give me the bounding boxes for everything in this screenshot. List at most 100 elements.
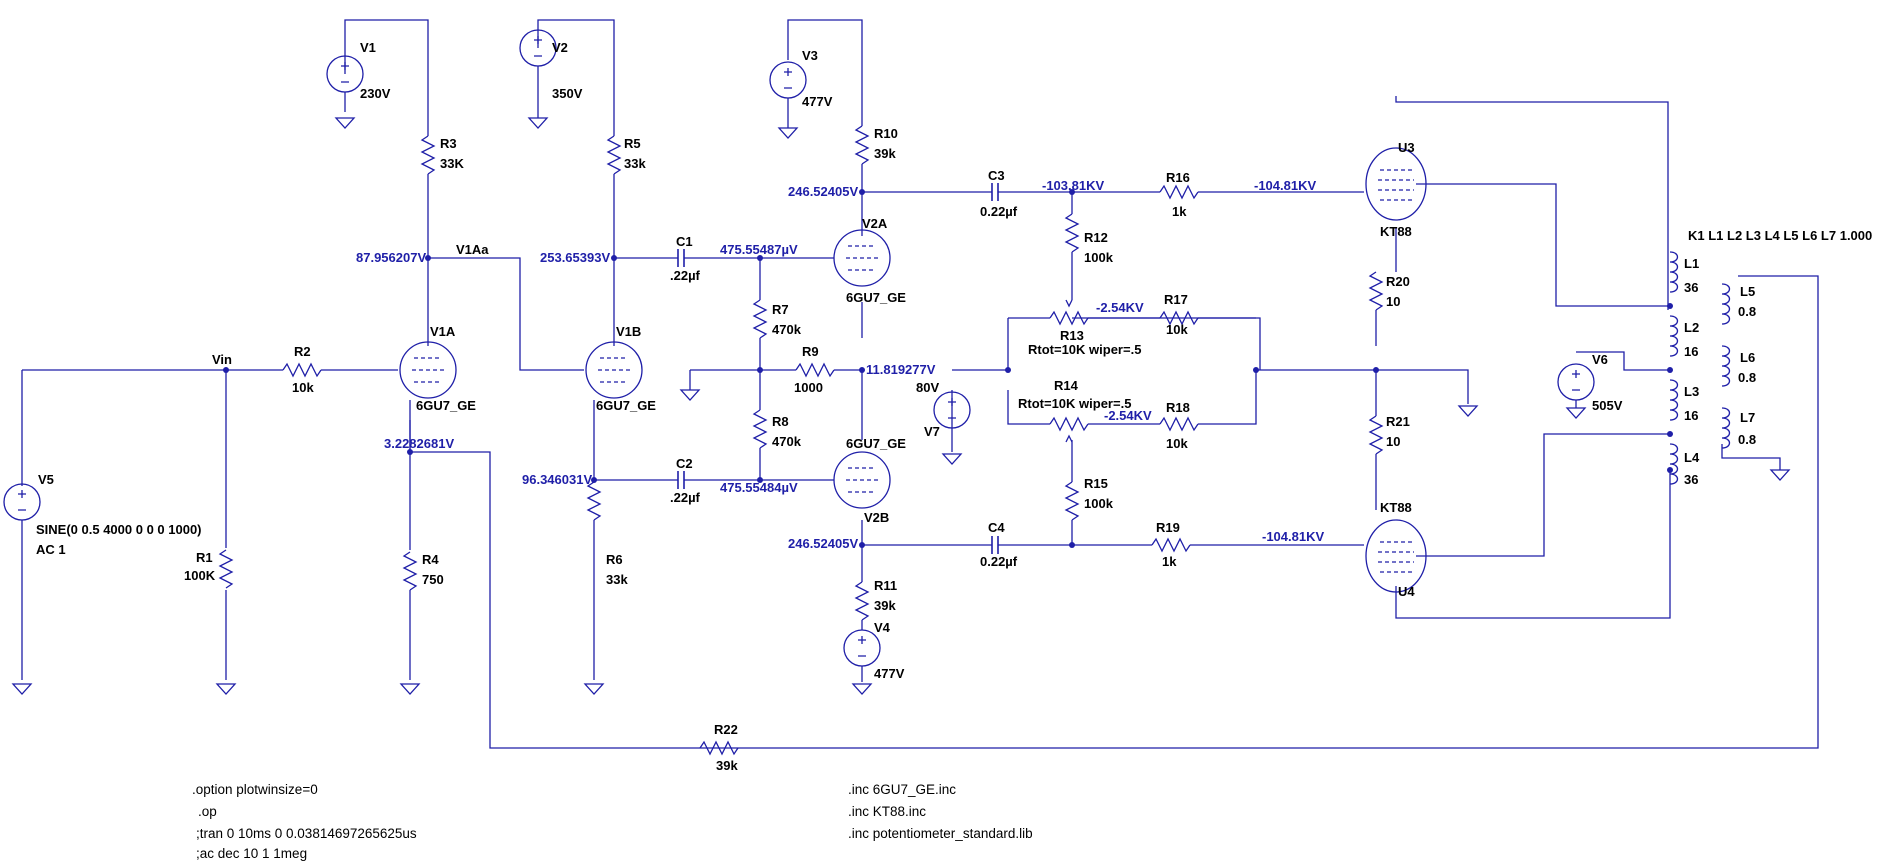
l2-name: L2 bbox=[1684, 320, 1699, 335]
node-voltage-v1a-cathode: 3.2282681V bbox=[384, 436, 454, 451]
r1-name: R1 bbox=[196, 550, 213, 565]
inductor-symbols bbox=[1669, 251, 1731, 485]
directive-ac: ;ac dec 10 1 1meg bbox=[196, 846, 307, 861]
node-voltage-v1a-plate: 87.956207V bbox=[356, 250, 426, 265]
r2-name: R2 bbox=[294, 344, 311, 359]
voltage-source-symbols bbox=[3, 29, 1595, 667]
v5-name: V5 bbox=[38, 472, 54, 487]
r1-value: 100K bbox=[184, 568, 216, 583]
l1-name: L1 bbox=[1684, 256, 1699, 271]
v2a-name: V2A bbox=[862, 216, 888, 231]
c3-name: C3 bbox=[988, 168, 1005, 183]
r14-name: R14 bbox=[1054, 378, 1079, 393]
c4-value: 0.22µf bbox=[980, 554, 1018, 569]
v3-name: V3 bbox=[802, 48, 818, 63]
node-voltage-ltp-cathode: 11.819277V bbox=[866, 362, 936, 377]
v1-value: 230V bbox=[360, 86, 391, 101]
node-voltage-v1b-cathode: 96.346031V bbox=[522, 472, 592, 487]
node-voltage-v2a-plate: 246.52405V bbox=[788, 184, 858, 199]
directive-tran: ;tran 0 10ms 0 0.03814697265625us bbox=[196, 826, 417, 841]
l5-name: L5 bbox=[1740, 284, 1755, 299]
v5-value: SINE(0 0.5 4000 0 0 0 1000) bbox=[36, 522, 202, 537]
node-voltage-u4-grid: -104.81KV bbox=[1262, 529, 1324, 544]
node-voltage-v2b-grid: 475.55484µV bbox=[720, 480, 798, 495]
r19-value: 1k bbox=[1162, 554, 1177, 569]
l6-name: L6 bbox=[1740, 350, 1755, 365]
l7-name: L7 bbox=[1740, 410, 1755, 425]
v1a-name: V1A bbox=[430, 324, 456, 339]
r22-name: R22 bbox=[714, 722, 738, 737]
r5-name: R5 bbox=[624, 136, 641, 151]
v2b-name: V2B bbox=[864, 510, 889, 525]
r14-value: Rtot=10K wiper=.5 bbox=[1018, 396, 1131, 411]
r20-name: R20 bbox=[1386, 274, 1410, 289]
v6-value: 505V bbox=[1592, 398, 1623, 413]
l1-value: 36 bbox=[1684, 280, 1698, 295]
v4-value: 477V bbox=[874, 666, 905, 681]
r7-name: R7 bbox=[772, 302, 789, 317]
r21-value: 10 bbox=[1386, 434, 1400, 449]
r6-name: R6 bbox=[606, 552, 623, 567]
r15-value: 100k bbox=[1084, 496, 1114, 511]
u4-name: U4 bbox=[1398, 584, 1415, 599]
node-voltage-u3-grid-in: -103.81KV bbox=[1042, 178, 1104, 193]
r22-value: 39k bbox=[716, 758, 738, 773]
l3-name: L3 bbox=[1684, 384, 1699, 399]
v2b-model: 6GU7_GE bbox=[846, 436, 906, 451]
node-voltage-u3-grid: -104.81KV bbox=[1254, 178, 1316, 193]
r20-value: 10 bbox=[1386, 294, 1400, 309]
r15-name: R15 bbox=[1084, 476, 1108, 491]
c3-value: 0.22µf bbox=[980, 204, 1018, 219]
capacitor-symbols bbox=[677, 182, 999, 555]
c1-value: .22µf bbox=[670, 268, 701, 283]
r17-name: R17 bbox=[1164, 292, 1188, 307]
directive-inc-6gu7: .inc 6GU7_GE.inc bbox=[848, 782, 956, 797]
ground-symbols bbox=[12, 117, 1790, 695]
v7-name: V7 bbox=[924, 424, 940, 439]
node-voltage-v1b-plate: 253.65393V bbox=[540, 250, 610, 265]
c1-name: C1 bbox=[676, 234, 693, 249]
coupling-directive: K1 L1 L2 L3 L4 L5 L6 L7 1.000 bbox=[1688, 228, 1872, 243]
junctions bbox=[223, 189, 1673, 548]
v4-name: V4 bbox=[874, 620, 891, 635]
node-voltage-v2b-plate: 246.52405V bbox=[788, 536, 858, 551]
u4-model: KT88 bbox=[1380, 500, 1412, 515]
r8-name: R8 bbox=[772, 414, 789, 429]
l7-value: 0.8 bbox=[1738, 432, 1756, 447]
r11-name: R11 bbox=[874, 578, 897, 593]
r10-name: R10 bbox=[874, 126, 898, 141]
r16-name: R16 bbox=[1166, 170, 1190, 185]
r3-name: R3 bbox=[440, 136, 457, 151]
directive-plotwinsize: .option plotwinsize=0 bbox=[192, 782, 318, 797]
resistor-symbols bbox=[219, 125, 1383, 755]
r12-value: 100k bbox=[1084, 250, 1114, 265]
l6-value: 0.8 bbox=[1738, 370, 1756, 385]
l4-name: L4 bbox=[1684, 450, 1700, 465]
c4-name: C4 bbox=[988, 520, 1005, 535]
v1b-name: V1B bbox=[616, 324, 641, 339]
c2-value: .22µf bbox=[670, 490, 701, 505]
l4-value: 36 bbox=[1684, 472, 1698, 487]
net-label-vin: Vin bbox=[212, 352, 232, 367]
r12-name: R12 bbox=[1084, 230, 1108, 245]
r18-name: R18 bbox=[1166, 400, 1190, 415]
node-voltage-bias1: -2.54KV bbox=[1096, 300, 1144, 315]
r3-value: 33K bbox=[440, 156, 464, 171]
v2-name: V2 bbox=[552, 40, 568, 55]
r18-value: 10k bbox=[1166, 436, 1188, 451]
r17-value: 10k bbox=[1166, 322, 1188, 337]
r9-name: R9 bbox=[802, 344, 819, 359]
directive-op: .op bbox=[198, 804, 217, 819]
r16-value: 1k bbox=[1172, 204, 1187, 219]
r5-value: 33k bbox=[624, 156, 646, 171]
l3-value: 16 bbox=[1684, 408, 1698, 423]
v1a-model: 6GU7_GE bbox=[416, 398, 476, 413]
r21-name: R21 bbox=[1386, 414, 1410, 429]
r8-value: 470k bbox=[772, 434, 802, 449]
r9-value: 1000 bbox=[794, 380, 823, 395]
r13-value: Rtot=10K wiper=.5 bbox=[1028, 342, 1141, 357]
r7-value: 470k bbox=[772, 322, 802, 337]
v2a-model: 6GU7_GE bbox=[846, 290, 906, 305]
r4-value: 750 bbox=[422, 572, 444, 587]
r2-value: 10k bbox=[292, 380, 314, 395]
